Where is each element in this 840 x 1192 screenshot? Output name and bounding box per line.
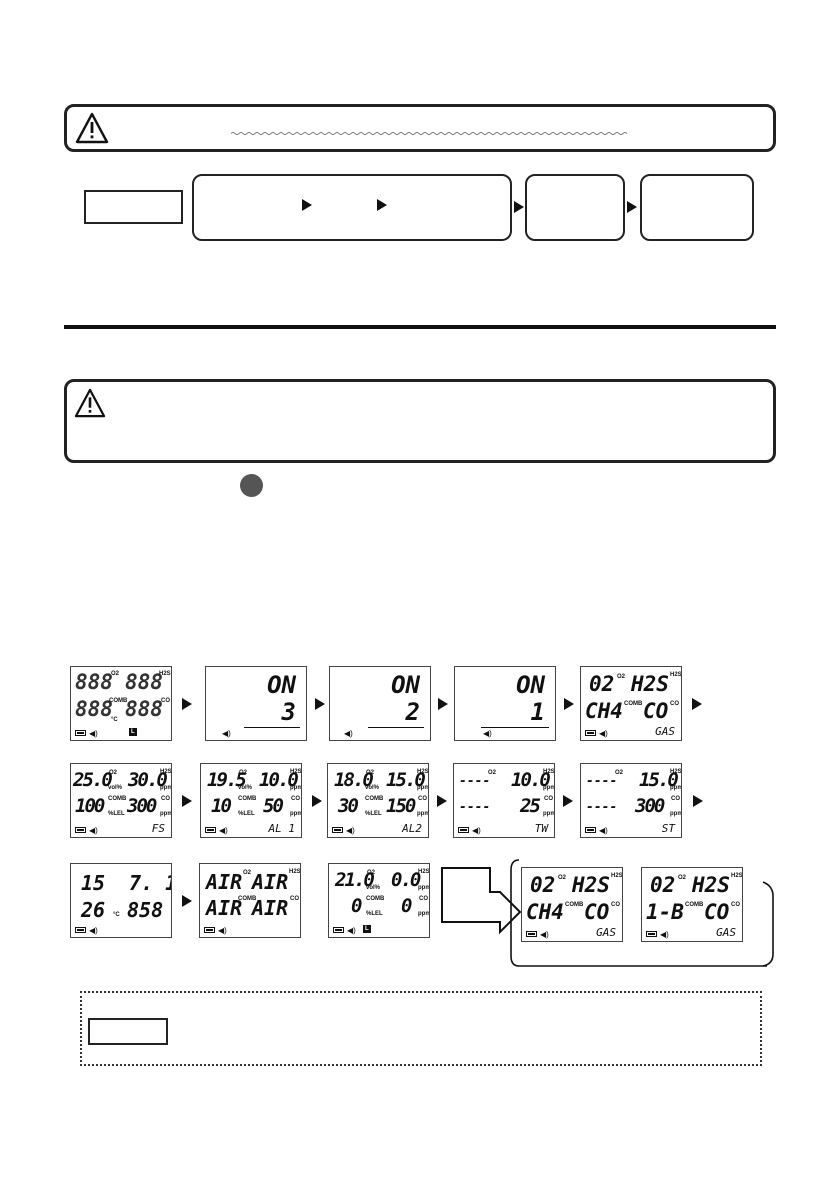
battery-icon [458, 827, 469, 833]
battery-icon [526, 931, 537, 937]
arrow-right-icon [692, 698, 702, 710]
lcd-gas-ib: 02 O2 H2S H2S 1-B COMB CO CO ◀) GAS [641, 867, 743, 942]
speaker-icon: ◀) [218, 926, 227, 935]
speaker-icon: ◀) [222, 729, 231, 738]
battery-icon [332, 827, 343, 833]
arrow-right-icon [563, 795, 573, 807]
speaker-icon: ◀) [89, 926, 98, 935]
arrow-right-icon [182, 698, 192, 710]
speaker-icon: ◀) [89, 729, 98, 738]
lcd-countdown-1: ON 1 ◀) [454, 666, 556, 741]
speaker-icon: ◀) [540, 930, 549, 939]
arrow-right-icon [693, 795, 703, 807]
lcd-alarm-2: 18.0 O2 vol% 15.0 H2S ppm 30 COMB %LEL 1… [327, 763, 429, 838]
arrow-right-icon [377, 199, 387, 211]
battery-icon [75, 827, 86, 833]
warning-triangle-icon [74, 388, 106, 418]
battery-icon [585, 730, 596, 736]
speaker-icon: ◀) [660, 930, 669, 939]
lcd-gas-ch4: 02 O2 H2S H2S CH4 COMB CO CO ◀) GAS [521, 867, 623, 942]
flow-step-3 [640, 174, 754, 241]
big-arrow-icon [441, 867, 522, 935]
arrow-right-icon [627, 201, 637, 213]
flow-step-1 [192, 174, 512, 241]
lcd-twa: ---- O2 10.0 H2S ppm ---- 25 CO ppm ◀) T… [453, 763, 555, 838]
warning-wavy-line [231, 132, 628, 135]
bracket-group [510, 859, 774, 967]
speaker-icon: ◀) [89, 826, 98, 835]
speaker-icon: ◀) [599, 826, 608, 835]
speaker-icon: ◀) [599, 729, 608, 738]
lcd-countdown-2: ON 2 ◀) [329, 666, 431, 741]
note-label-box [88, 1018, 168, 1045]
arrow-right-icon [182, 895, 192, 907]
speaker-icon: ◀) [483, 729, 492, 738]
battery-icon [333, 927, 344, 933]
arrow-right-icon [312, 795, 322, 807]
flow-step-2 [525, 174, 625, 241]
battery-icon [75, 730, 86, 736]
battery-icon [646, 931, 657, 937]
lcd-alarm-1: 19.5 O2 vol% 10.0 H2S ppm 10 COMB %LEL 5… [200, 763, 302, 838]
lcd-readings: 21.0 O2 vol% 0.0 H2S ppm 0 COMB %LEL 0 C… [328, 863, 430, 938]
lcd-stel: ---- O2 15.0 H2S ppm ---- 300 CO ppm ◀) … [580, 763, 682, 838]
battery-icon [204, 927, 215, 933]
warning-triangle-icon [75, 112, 109, 144]
note-box [80, 991, 762, 1066]
lcd-countdown-3: ON 3 ◀) [205, 666, 307, 741]
round-bullet-icon [240, 474, 263, 497]
lcd-all-segments: 888 O2 888 H2S 888 COMB 888 CO °C ◀) L [70, 666, 172, 741]
speaker-icon: ◀) [346, 826, 355, 835]
warning-banner [64, 104, 776, 152]
lcd-date-time: 15 7. 1 26 °C 858 ◀) [70, 863, 172, 938]
arrow-right-icon [514, 201, 524, 213]
speaker-icon: ◀) [344, 729, 353, 738]
arrow-right-icon [564, 698, 574, 710]
lcd-gas-list: 02 O2 H2S H2S CH4 COMB CO CO ◀) GAS [580, 666, 682, 741]
speaker-icon: ◀) [219, 826, 228, 835]
flow-label-box [84, 190, 183, 224]
lcd-air-zero: AIR O2 AIR H2S AIR COMB AIR CO ◀) [199, 863, 301, 938]
arrow-right-icon [302, 199, 312, 211]
speaker-icon: ◀) [472, 826, 481, 835]
arrow-right-icon [438, 698, 448, 710]
speaker-icon: ◀) [347, 926, 356, 935]
battery-icon [585, 827, 596, 833]
caution-box [64, 379, 776, 463]
arrow-right-icon [315, 698, 325, 710]
battery-icon [205, 827, 216, 833]
lcd-full-scale: 25.0 O2 vol% 30.0 H2S ppm 100 COMB %LEL … [70, 763, 172, 838]
arrow-right-icon [182, 795, 192, 807]
arrow-right-icon [437, 795, 447, 807]
battery-icon [75, 927, 86, 933]
section-divider [64, 325, 776, 329]
